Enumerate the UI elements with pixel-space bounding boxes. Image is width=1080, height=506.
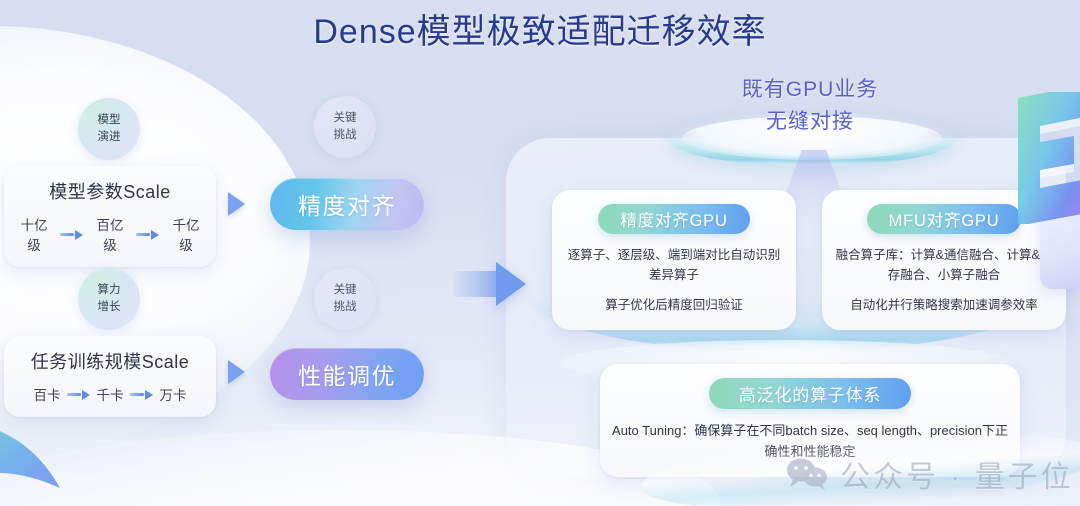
gpu-header-line1: 既有GPU业务 [741,78,879,101]
pill-precision-alignment[interactable]: 精度对齐 [270,178,424,230]
chevron-right-icon-row1 [228,192,245,216]
tag-circle-key-challenge-2: 关键 挑战 [314,268,376,330]
gpu-header: 既有GPU业务 无缝对接 [660,74,960,137]
pill-performance-tuning[interactable]: 性能调优 [270,348,424,400]
card-paragraph-2: 算子优化后精度回归验证 [605,297,743,312]
card-badge: 精度对齐GPU [598,204,750,234]
gpu-header-line2: 无缝对接 [766,109,854,133]
chevron-right-icon-row2 [228,360,245,384]
scale-card-training-scale: 任务训练规模Scale 百卡 千卡 万卡 [4,336,216,417]
card-body: 逐算子、逐层级、端到端对比自动识别差异算子 算子优化后精度回归验证 [564,245,784,315]
tag-circle-model-evolution: 模型 演进 [78,98,140,160]
wechat-icon [787,458,827,490]
tag-circle-line2: 演进 [97,131,121,143]
challenge-line1: 关键 [333,112,357,125]
step-label: 千卡 [96,388,124,403]
decorative-e-logo-icon [1018,92,1080,224]
challenge-line2: 挑战 [333,129,357,141]
step-label: 百亿级 [96,218,124,253]
step-arrow-icon [136,229,160,240]
step-arrow-icon [60,229,84,240]
center-arrow-icon [496,262,526,306]
tag-circle-key-challenge-1: 关键 挑战 [314,96,376,158]
pill-label: 精度对齐 [298,193,396,219]
card-precision-align-gpu: 精度对齐GPU 逐算子、逐层级、端到端对比自动识别差异算子 算子优化后精度回归验… [552,190,796,330]
card-badge: MFU对齐GPU [866,204,1022,234]
center-arrow-tail [452,271,498,297]
card-paragraph-2: 自动化并行策略搜索加速调参效率 [850,297,1038,312]
watermark-text: 公众号 · 量子位 [840,461,1074,494]
card-badge: 高泛化的算子体系 [708,378,912,409]
challenge-line1: 关键 [333,284,357,297]
step-label: 十亿级 [20,218,48,253]
card-paragraph-1: 融合算子库：计算&通信融合、计算&访存融合、小算子融合 [835,248,1053,283]
tag-circle-line1: 算力 [97,284,121,297]
tag-circle-line1: 模型 [97,114,121,127]
scale-card-model-params: 模型参数Scale 十亿级 百亿级 千亿级 [4,166,216,267]
scale-card-title: 任务训练规模Scale [30,352,190,372]
watermark: 公众号 · 量子位 [786,452,1074,496]
page-title: Dense模型极致适配迁移效率 [313,13,767,51]
scale-card-title: 模型参数Scale [49,182,171,202]
card-body: 融合算子库：计算&通信融合、计算&访存融合、小算子融合 自动化并行策略搜索加速调… [834,245,1054,315]
scale-card-steps: 百卡 千卡 万卡 [14,384,206,404]
step-arrow-icon [66,389,91,400]
step-arrow-icon [129,389,154,400]
step-label: 千亿级 [172,218,200,253]
step-label: 万卡 [159,388,187,403]
tag-circle-line2: 增长 [97,301,121,313]
decorative-leaf-left-icon [0,431,60,488]
challenge-line2: 挑战 [333,301,357,313]
step-label: 百卡 [33,388,61,403]
card-paragraph-1: 逐算子、逐层级、端到端对比自动识别差异算子 [567,248,781,283]
scale-card-steps: 十亿级 百亿级 千亿级 [14,214,206,254]
tag-circle-compute-growth: 算力 增长 [78,268,140,330]
pill-label: 性能调优 [298,363,396,389]
